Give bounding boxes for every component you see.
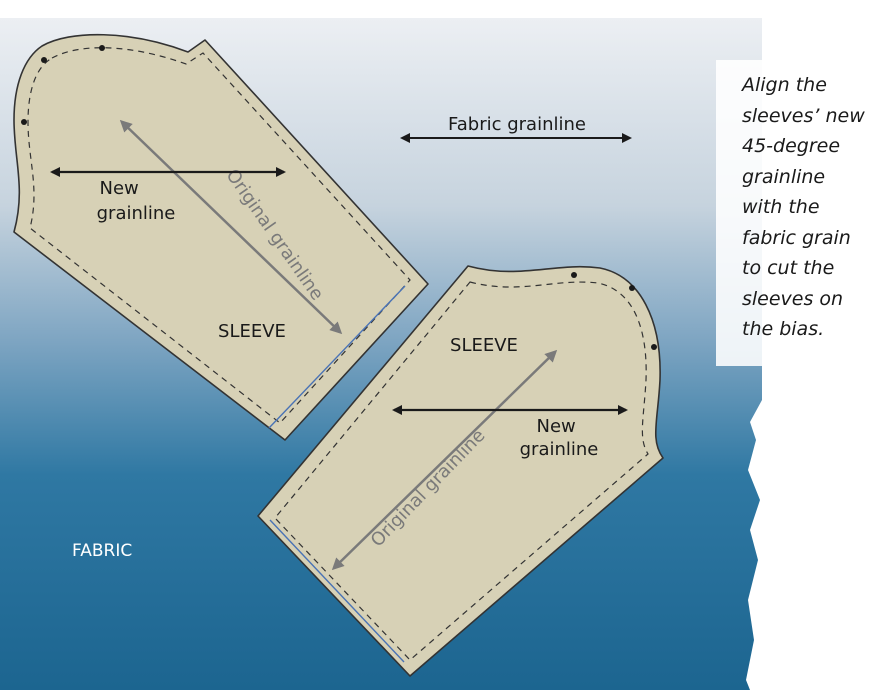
left-sleeve-dot [21, 119, 27, 125]
left-sleeve-dot [99, 45, 105, 51]
right-sleeve-dot [629, 285, 635, 291]
caption-line: 45-degree [742, 135, 841, 157]
right-sleeve-dot [651, 344, 657, 350]
right-sleeve-seam-line [274, 281, 649, 661]
left-sleeve-label: SLEEVE [218, 321, 286, 342]
caption-line: to cut the [742, 257, 835, 279]
right-sleeve-pattern: Original grainline New grainline SLEEVE [257, 265, 664, 677]
caption-line: grainline [742, 165, 826, 188]
right-sleeve-label: SLEEVE [450, 335, 518, 356]
right-new-grainline-label: New grainline [520, 416, 599, 460]
caption-line: with the [742, 196, 820, 218]
fabric-grainline-label: Fabric grainline [448, 114, 586, 135]
left-original-grainline-arrow [119, 119, 343, 335]
caption-line: sleeves on [742, 287, 844, 310]
right-original-grainline-arrow [331, 349, 558, 571]
left-sleeve-seam-line [27, 47, 411, 424]
caption-line: Align the [742, 74, 827, 96]
fabric-label: FABRIC [72, 541, 132, 561]
left-sleeve-dot [41, 57, 47, 63]
caption-line: sleeves’ new [742, 104, 865, 127]
left-sleeve-pattern: Original grainline New grainline SLEEVE [13, 33, 429, 441]
right-sleeve-hem-line [269, 519, 405, 663]
instruction-caption: Align the sleeves’ new 45-degree grainli… [716, 60, 866, 366]
caption-line: fabric grain [742, 226, 851, 249]
right-sleeve-dot [571, 272, 577, 278]
caption-line: the bias. [742, 318, 825, 340]
left-new-grainline-label: New grainline [97, 178, 176, 224]
